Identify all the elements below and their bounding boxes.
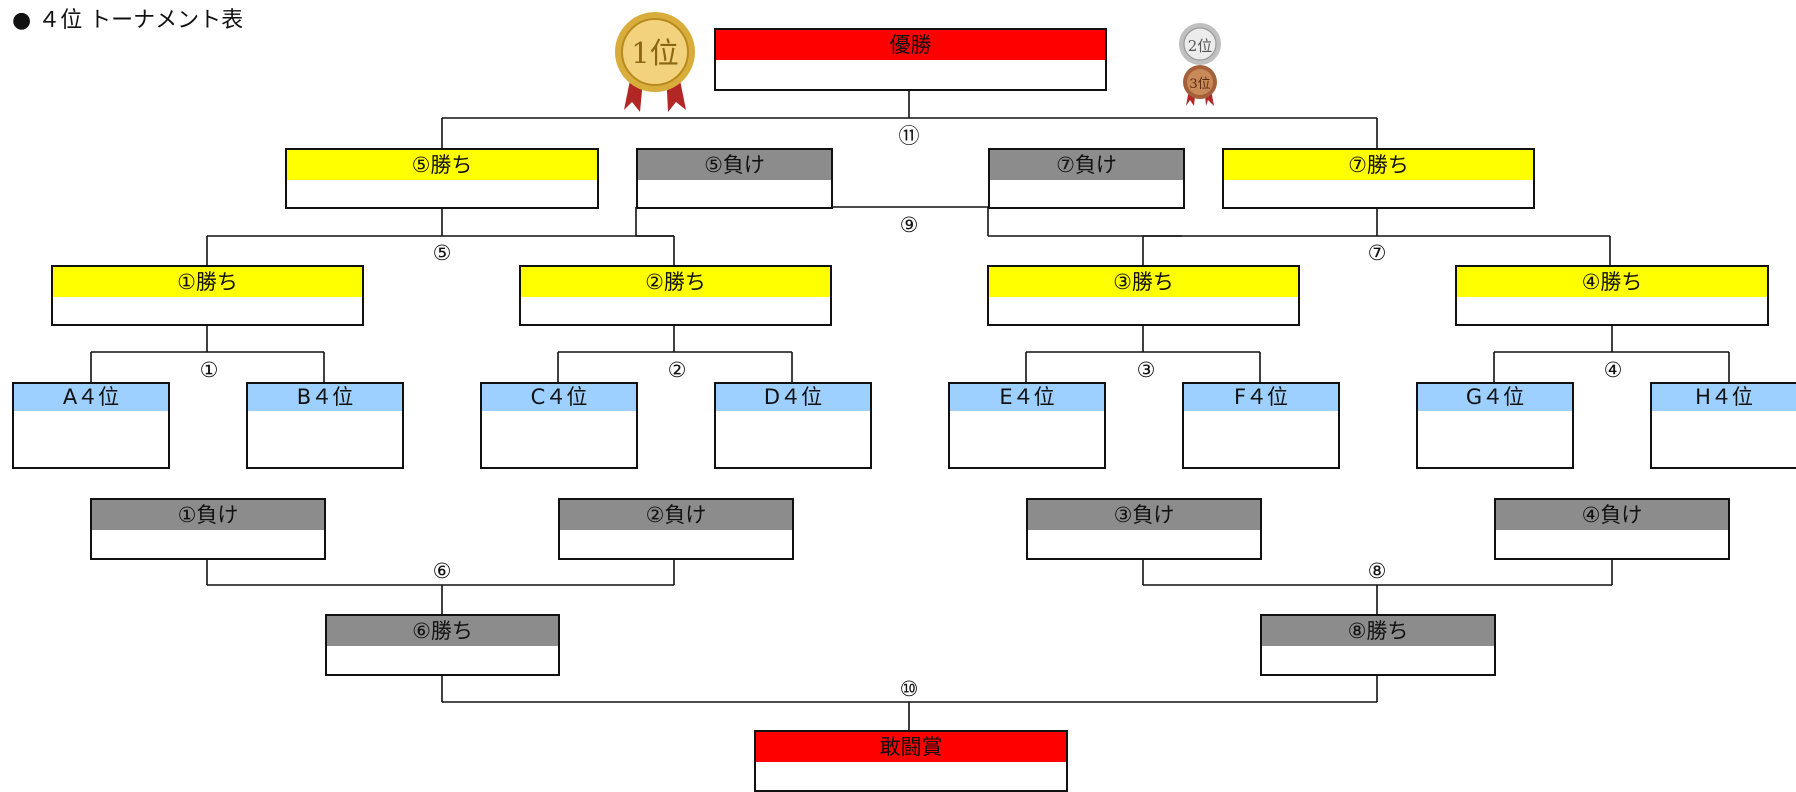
champion-label: 優勝 — [716, 30, 1105, 60]
svg-text:2位: 2位 — [1188, 37, 1213, 55]
winner-8-label: ⑧勝ち — [1262, 616, 1494, 646]
fighting-spirit-award-box: 敢闘賞 — [754, 730, 1068, 792]
svg-text:1位: 1位 — [631, 36, 678, 70]
match-number-10: ⑩ — [899, 677, 919, 701]
fighting-spirit-award-label: 敢闘賞 — [756, 732, 1066, 762]
box-loser-4: ④負け — [1494, 498, 1730, 560]
entrant-d4-label: D４位 — [716, 384, 870, 411]
gold-medal-icon: 1位 — [615, 12, 695, 112]
entrant-c4: C４位 — [480, 382, 638, 469]
entrant-a4-label: A４位 — [14, 384, 168, 411]
winner-1-label: ①勝ち — [53, 267, 362, 297]
match-number-2: ② — [667, 358, 687, 382]
loser-3-label: ③負け — [1028, 500, 1260, 530]
match-number-8: ⑧ — [1367, 559, 1387, 583]
entrant-e4: E４位 — [948, 382, 1106, 469]
entrant-g4-label: G４位 — [1418, 384, 1572, 411]
winner-3-label: ③勝ち — [989, 267, 1298, 297]
entrant-h4-label: H４位 — [1652, 384, 1796, 411]
match-number-11: ⑪ — [898, 124, 920, 148]
entrant-b4: B４位 — [246, 382, 404, 469]
box-winner-3: ③勝ち — [987, 265, 1300, 326]
entrant-d4: D４位 — [714, 382, 872, 469]
entrant-b4-label: B４位 — [248, 384, 402, 411]
box-winner-7: ⑦勝ち — [1222, 148, 1535, 209]
box-loser-1: ①負け — [90, 498, 326, 560]
box-winner-2: ②勝ち — [519, 265, 832, 326]
winner-2-label: ②勝ち — [521, 267, 830, 297]
entrant-a4: A４位 — [12, 382, 170, 469]
box-loser-7: ⑦負け — [988, 148, 1185, 209]
match-number-4: ④ — [1603, 358, 1623, 382]
entrant-f4: F４位 — [1182, 382, 1340, 469]
page-title: ● ４位 トーナメント表 — [12, 8, 244, 33]
entrant-c4-label: C４位 — [482, 384, 636, 411]
loser-1-label: ①負け — [92, 500, 324, 530]
box-loser-2: ②負け — [558, 498, 794, 560]
box-winner-1: ①勝ち — [51, 265, 364, 326]
winner-7-label: ⑦勝ち — [1224, 150, 1533, 180]
box-winner-6: ⑥勝ち — [325, 614, 560, 676]
svg-text:3位: 3位 — [1189, 77, 1210, 92]
entrant-e4-label: E４位 — [950, 384, 1104, 411]
silver-bronze-medals-icon: 3位 2位 — [1179, 23, 1221, 106]
winner-4-label: ④勝ち — [1457, 267, 1767, 297]
box-loser-5: ⑤負け — [636, 148, 833, 209]
entrant-h4: H４位 — [1650, 382, 1796, 469]
match-number-9: ⑨ — [899, 213, 919, 237]
match-number-3: ③ — [1136, 358, 1156, 382]
loser-7-label: ⑦負け — [990, 150, 1183, 180]
entrant-g4: G４位 — [1416, 382, 1574, 469]
box-loser-3: ③負け — [1026, 498, 1262, 560]
match-number-5: ⑤ — [432, 241, 452, 265]
box-winner-4: ④勝ち — [1455, 265, 1769, 326]
box-winner-8: ⑧勝ち — [1260, 614, 1496, 676]
loser-5-label: ⑤負け — [638, 150, 831, 180]
winner-5-label: ⑤勝ち — [287, 150, 597, 180]
match-number-1: ① — [199, 358, 219, 382]
entrant-f4-label: F４位 — [1184, 384, 1338, 411]
match-number-6: ⑥ — [432, 559, 452, 583]
box-winner-5: ⑤勝ち — [285, 148, 599, 209]
match-number-7: ⑦ — [1367, 241, 1387, 265]
loser-4-label: ④負け — [1496, 500, 1728, 530]
winner-6-label: ⑥勝ち — [327, 616, 558, 646]
champion-box: 優勝 — [714, 28, 1107, 91]
loser-2-label: ②負け — [560, 500, 792, 530]
